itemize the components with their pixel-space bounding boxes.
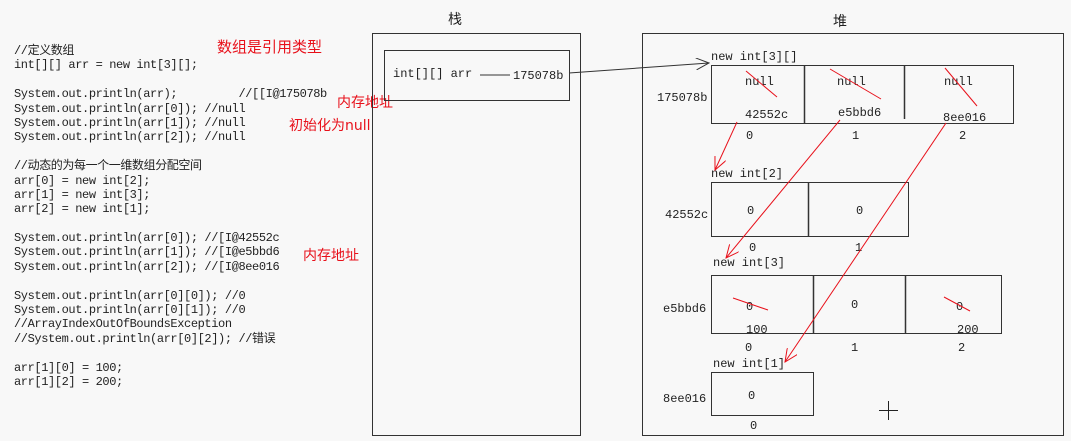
note-memory-address-2: 内存地址 bbox=[303, 248, 359, 264]
outer-array-box bbox=[711, 65, 1014, 124]
array0-label: new int[2] bbox=[711, 167, 783, 181]
code-line: arr[0] = new int[2]; bbox=[14, 173, 151, 188]
code-line: System.out.println(arr[2]); //null bbox=[14, 130, 246, 145]
code-line: arr[1][0] = 100; bbox=[14, 360, 123, 375]
stack-var-value: 175078b bbox=[513, 69, 563, 83]
array0-index-1: 1 bbox=[855, 241, 862, 255]
ref-arrow-1 bbox=[726, 119, 841, 258]
stack-var-box bbox=[384, 50, 570, 101]
outer-cell-old-2: null bbox=[944, 75, 973, 89]
array1-cell-old-2: 0 bbox=[956, 300, 963, 314]
outer-index-1: 1 bbox=[852, 129, 859, 143]
array2-index-0: 0 bbox=[750, 419, 757, 433]
crosshair-cursor-icon bbox=[879, 401, 898, 420]
array2-addr: 8ee016 bbox=[663, 392, 706, 406]
outer-cell-value-0: 42552c bbox=[745, 108, 788, 122]
code-line: arr[2] = new int[1]; bbox=[14, 202, 151, 217]
heap-box bbox=[642, 33, 1064, 436]
ref-arrow-2 bbox=[785, 122, 947, 362]
outer-array-label: new int[3][] bbox=[711, 50, 797, 64]
outer-cell-value-2: 8ee016 bbox=[943, 111, 986, 125]
code-line: System.out.println(arr[0][0]); //0 bbox=[14, 288, 246, 303]
outer-index-0: 0 bbox=[746, 129, 753, 143]
code-line: System.out.println(arr); //[[I@175078b bbox=[14, 87, 327, 102]
array1-cell-old-0: 0 bbox=[746, 300, 753, 314]
array0-cell-0: 0 bbox=[747, 204, 754, 218]
array1-addr: e5bbd6 bbox=[663, 302, 706, 316]
stack-to-heap-arrow bbox=[568, 63, 709, 74]
code-line: System.out.println(arr[1]); //null bbox=[14, 115, 246, 130]
code-line: System.out.println(arr[0][1]); //0 bbox=[14, 303, 246, 318]
code-line: arr[1] = new int[3]; bbox=[14, 187, 151, 202]
outer-index-2: 2 bbox=[959, 129, 966, 143]
code-line: arr[1][2] = 200; bbox=[14, 374, 123, 389]
code-line: //ArrayIndexOutOfBoundsException bbox=[14, 317, 232, 332]
array0-box bbox=[711, 182, 909, 237]
array1-index-1: 1 bbox=[851, 341, 858, 355]
code-line: System.out.println(arr[0]); //null bbox=[14, 101, 246, 116]
code-line: //定义数组 bbox=[14, 44, 75, 58]
outer-array-addr: 175078b bbox=[657, 91, 707, 105]
note-reference-type: 数组是引用类型 bbox=[217, 38, 323, 56]
code-line: System.out.println(arr[1]); //[I@e5bbd6 bbox=[14, 245, 280, 260]
array1-cell-0: 100 bbox=[746, 323, 768, 337]
array1-cell-1: 0 bbox=[851, 298, 858, 312]
code-line: //动态的为每一个一维数组分配空间 bbox=[14, 159, 202, 174]
code-line: System.out.println(arr[2]); //[I@8ee016 bbox=[14, 259, 280, 274]
array2-label: new int[1] bbox=[713, 357, 785, 371]
note-initialized-null: 初始化为null bbox=[289, 118, 371, 134]
array1-cell-2: 200 bbox=[957, 323, 979, 337]
outer-cell-value-1: e5bbd6 bbox=[838, 106, 881, 120]
array2-box bbox=[711, 372, 814, 416]
stack-var-name: int[][] arr bbox=[393, 67, 472, 81]
array1-index-2: 2 bbox=[958, 341, 965, 355]
code-line: //System.out.println(arr[0][2]); //错误 bbox=[14, 331, 276, 346]
ref-arrow-0 bbox=[715, 121, 738, 170]
code-line: int[][] arr = new int[3][]; bbox=[14, 58, 198, 73]
array1-label: new int[3] bbox=[713, 256, 785, 270]
array2-cell-0: 0 bbox=[748, 389, 755, 403]
array0-index-0: 0 bbox=[749, 241, 756, 255]
note-memory-address: 内存地址 bbox=[337, 95, 393, 111]
array0-cell-1: 0 bbox=[856, 204, 863, 218]
heap-title: 堆 bbox=[833, 14, 847, 30]
array1-index-0: 0 bbox=[745, 341, 752, 355]
stack-box bbox=[372, 33, 581, 436]
code-line: System.out.println(arr[0]); //[I@42552c bbox=[14, 231, 280, 246]
array1-box bbox=[711, 275, 1002, 334]
array0-addr: 42552c bbox=[665, 208, 708, 222]
stack-title: 栈 bbox=[448, 12, 462, 28]
